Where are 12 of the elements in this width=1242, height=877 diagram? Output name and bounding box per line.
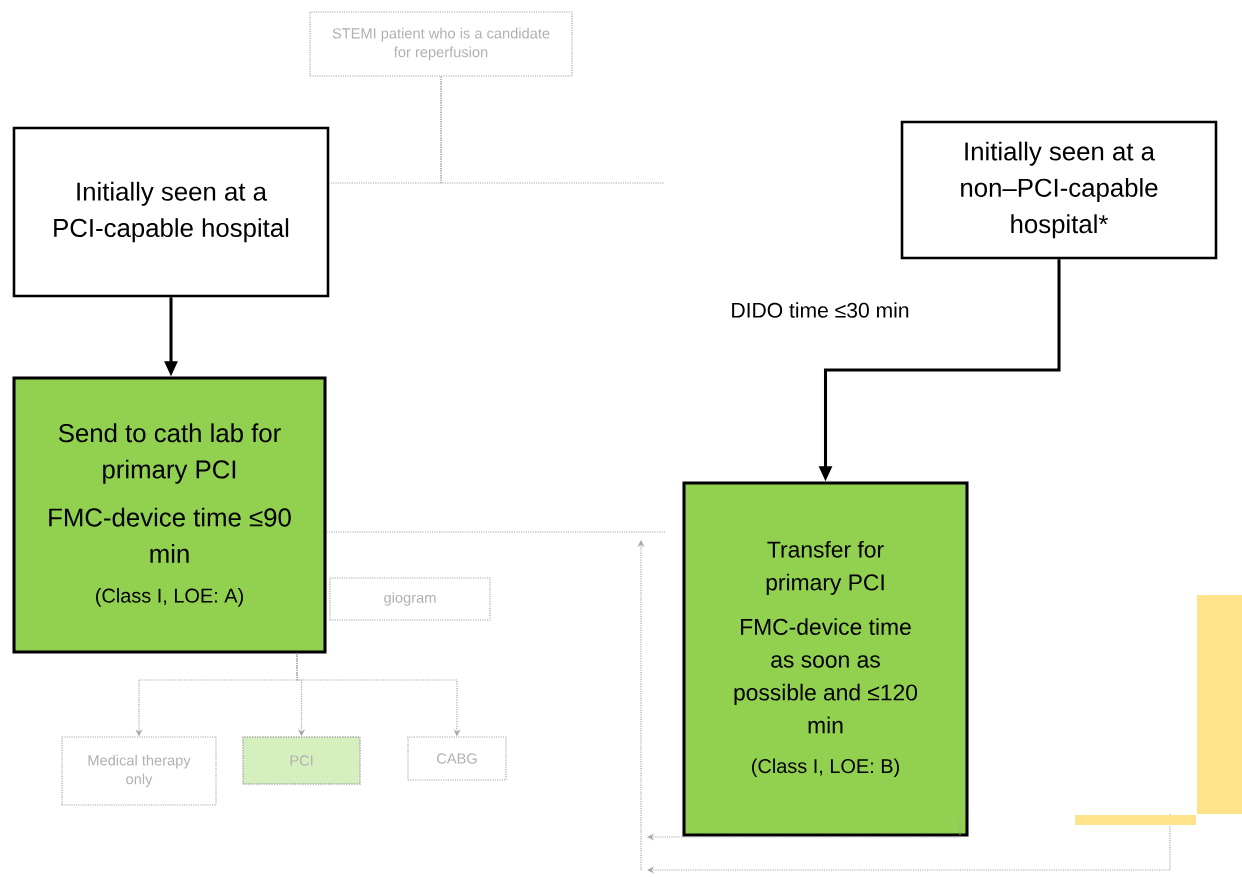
- faded-panel: [1197, 595, 1242, 814]
- arrow: [647, 813, 1171, 874]
- faded-box: PCI: [242, 736, 361, 785]
- faded-box: Medical therapy only: [61, 736, 217, 806]
- action-box: Send to cath lab for primary PCI FMC-device time ≤90 min (Class I, LOE: A): [12, 376, 327, 654]
- process-box: Initially seen at a PCI-capable hospital: [12, 126, 330, 298]
- edge-label: DIDO time ≤30 min: [728, 299, 912, 321]
- process-box: Initially seen at a non–PCI-capable hospital*: [900, 120, 1218, 260]
- faded-box: CABG: [407, 736, 507, 781]
- action-box: Transfer for primary PCI FMC-device time as soon as possible and ≤120 min (Class I, LOE: B): [682, 481, 969, 837]
- faded-box: giogram: [329, 577, 491, 621]
- faded-box: STEMI patient who is a candidate for reperfusion: [309, 11, 573, 77]
